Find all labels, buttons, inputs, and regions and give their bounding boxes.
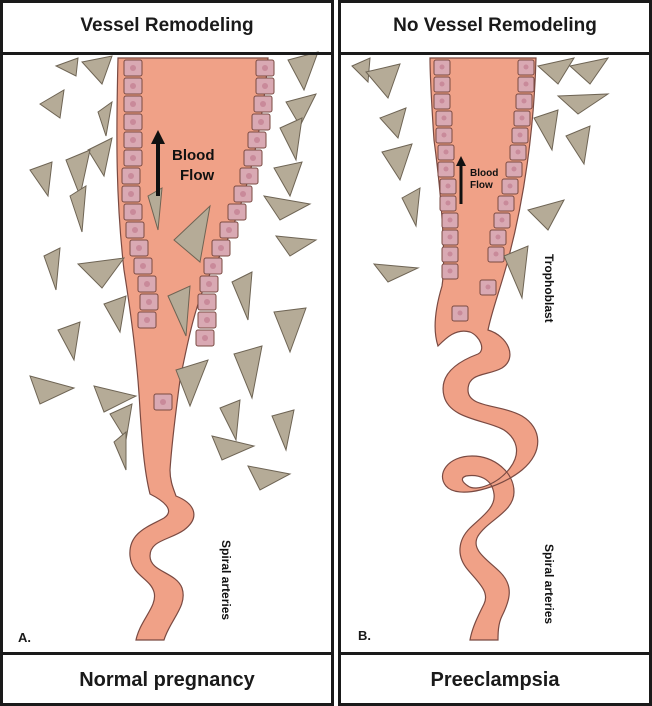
- panel-a-title: Vessel Remodeling: [0, 0, 334, 52]
- spiral-arteries-label: Spiral arteries: [219, 540, 233, 660]
- trophoblast-label: Trophoblast: [542, 254, 556, 323]
- panel-b-letter: B.: [358, 628, 371, 643]
- panel-b-title-divider: [338, 52, 652, 55]
- panel-a-frame: [0, 0, 334, 706]
- blood-flow-label-line-1: Blood: [172, 146, 215, 166]
- blood-flow-label: Blood Flow: [172, 146, 215, 186]
- spiral-arteries-label: Spiral arteries: [542, 544, 556, 624]
- panel-a: Vessel Remodeling Normal pregnancy A. Bl…: [0, 0, 334, 706]
- panel-b-caption: Preeclampsia: [338, 654, 652, 706]
- panel-a-title-divider: [0, 52, 334, 55]
- blood-flow-label-line-2: Flow: [172, 166, 215, 186]
- blood-flow-label-line-2: Flow: [470, 180, 498, 192]
- panel-b: No Vessel Remodeling Preeclampsia B. Blo…: [338, 0, 652, 706]
- panel-a-caption: Normal pregnancy: [0, 654, 334, 706]
- panel-a-letter: A.: [18, 630, 31, 645]
- panel-b-title: No Vessel Remodeling: [338, 0, 652, 52]
- panel-b-frame: [338, 0, 652, 706]
- blood-flow-label-line-1: Blood: [470, 168, 498, 180]
- blood-flow-label: Blood Flow: [470, 168, 498, 192]
